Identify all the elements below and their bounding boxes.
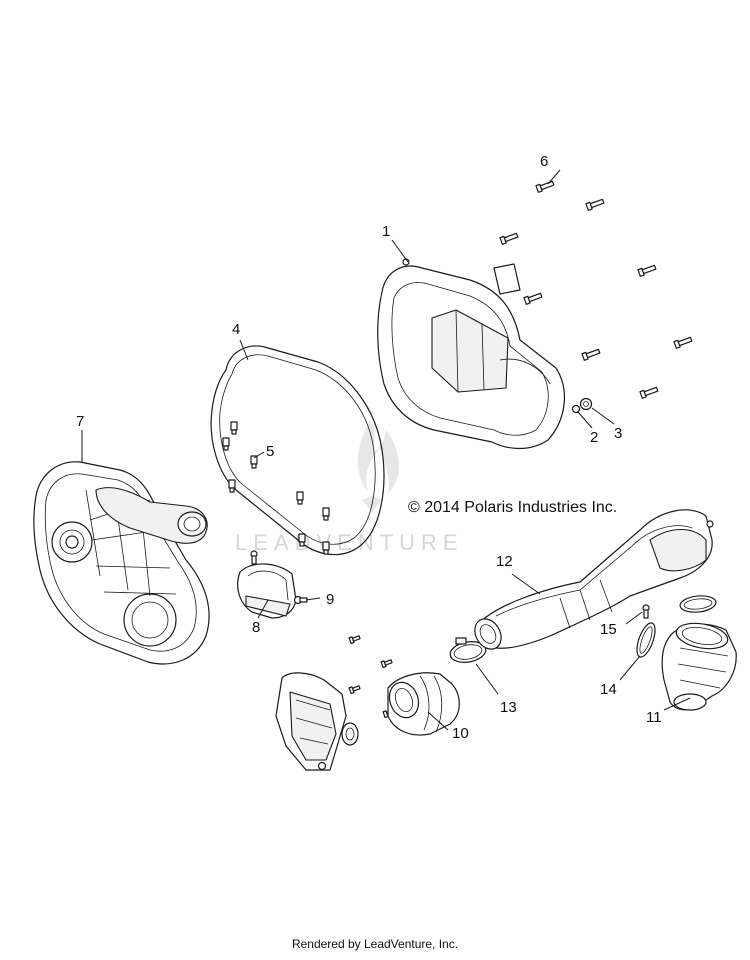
part-1-outer-clutch-cover [377,258,566,450]
callout-13: 13 [500,699,517,716]
part-8-intake-adapter [237,563,297,619]
footer-credit: Rendered by LeadVenture, Inc. [291,937,459,951]
part-12-intake-duct [474,509,714,650]
part-7-inner-clutch-cover [33,461,210,665]
watermark: LEADVENTURE [235,420,464,555]
part-10-coupler-boot [387,672,460,736]
callout-11: 11 [646,709,662,726]
callout-4: 4 [232,321,240,338]
copyright-notice: © 2014 Polaris Industries Inc. [408,499,617,516]
warning-label [493,263,521,295]
part-11-intake-elbow [661,622,737,711]
callout-9: 9 [326,591,334,608]
part-2-washer [571,404,581,414]
leader-lines [81,169,691,731]
callout-15: 15 [600,621,617,638]
part-9-screw [293,595,308,605]
part-8-bolt [250,550,258,565]
callout-10: 10 [452,725,469,742]
part-4-gasket [210,345,385,556]
callout-12: 12 [496,553,513,570]
duct-clamp [679,595,717,613]
part-5-clips [222,421,330,555]
callout-3: 3 [614,425,622,442]
callout-1: 1 [382,223,390,240]
callout-14: 14 [600,681,617,698]
callout-8: 8 [252,619,260,636]
callouts: 1 2 3 4 5 6 7 8 9 10 11 12 13 14 15 [76,153,662,742]
part-14-ring-clamp [636,622,656,658]
watermark-text: LEADVENTURE [235,530,464,555]
lower-housing-bracket [275,672,359,771]
part-6-bolts [499,180,693,399]
part-13-hose-clamp [449,637,487,663]
callout-5: 5 [266,443,274,460]
callout-2: 2 [590,429,598,446]
callout-7: 7 [76,413,84,430]
part-3-nut [579,397,593,411]
callout-6: 6 [540,153,548,170]
part-15-screw [642,604,650,619]
